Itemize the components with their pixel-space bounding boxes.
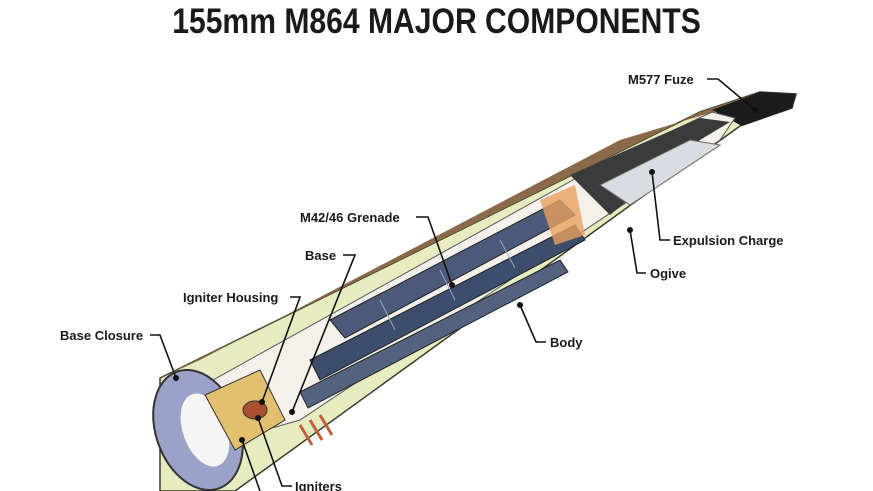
expulsion-charge bbox=[599, 139, 722, 206]
diagram-title: 155mm M864 MAJOR COMPONENTS bbox=[172, 2, 701, 41]
igniter bbox=[242, 400, 268, 420]
label-grenade: M42/46 Grenade bbox=[300, 210, 400, 225]
label-base-closure: Base Closure bbox=[60, 328, 143, 343]
label-igniters: Igniters bbox=[295, 479, 342, 491]
label-ogive: Ogive bbox=[650, 266, 686, 281]
shell-top-band bbox=[160, 92, 760, 378]
label-igniter-housing: Igniter Housing bbox=[183, 290, 278, 305]
label-body: Body bbox=[550, 335, 583, 350]
rotating-band bbox=[298, 414, 334, 446]
label-base: Base bbox=[305, 248, 336, 263]
label-expulsion-charge: Expulsion Charge bbox=[673, 233, 784, 248]
grenade-stack bbox=[299, 185, 586, 409]
label-m577-fuze: M577 Fuze bbox=[628, 72, 694, 87]
